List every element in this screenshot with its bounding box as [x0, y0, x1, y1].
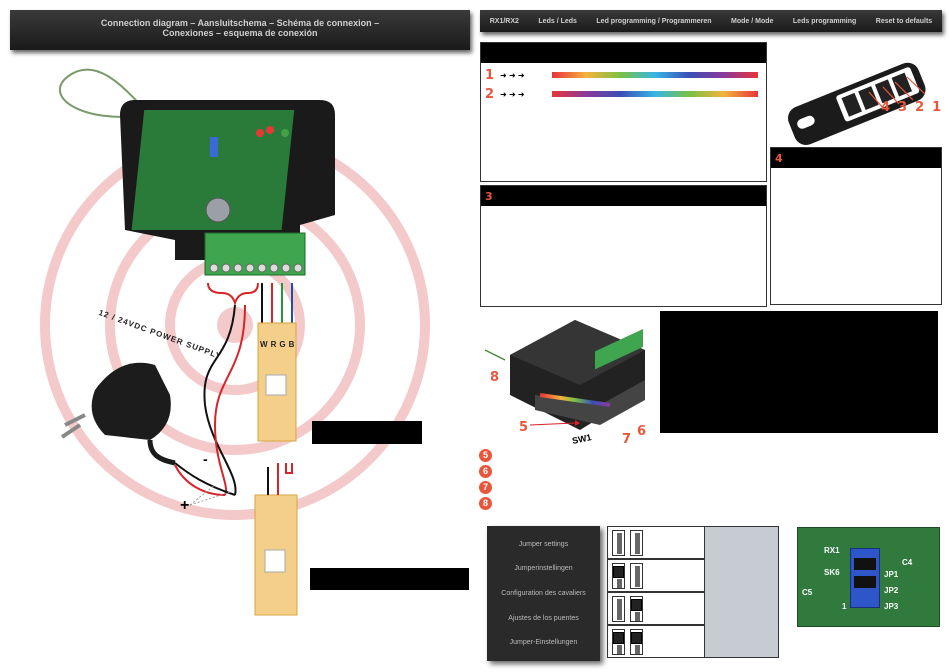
box-3: 3: [480, 185, 767, 307]
pcb-label: 1: [842, 602, 847, 611]
strip-letter-w: W: [260, 340, 268, 349]
left-header: Connection diagram – Aansluitschema – Sc…: [10, 10, 470, 50]
right-header-tab: Leds / Leds: [538, 17, 577, 25]
remote-num: 3: [898, 100, 908, 115]
pcb-label: JP3: [884, 602, 899, 611]
pcb-label: C4: [902, 558, 913, 567]
box-4-header: 4: [771, 148, 941, 168]
jumper-row-1: [607, 526, 705, 559]
pcb-label: RX1: [824, 546, 840, 555]
arrows-icon: ➜ ➜ ➜: [500, 70, 525, 80]
list-number: 6: [479, 464, 492, 478]
jumper-cap-icon: [854, 558, 876, 570]
sequence-row-2: 2 ➜ ➜ ➜: [485, 86, 762, 102]
right-header-tab: RX1/RX2: [489, 17, 519, 25]
strip-letters: W R G B: [260, 340, 294, 349]
controller-device-image: [484, 320, 645, 430]
pcb-label: SK6: [824, 568, 840, 577]
strip-letter-g: G: [279, 340, 286, 349]
remote-num: 4: [881, 100, 891, 115]
device-callouts: 8 5 7 6 SW1: [480, 310, 660, 450]
strip-letter-r: R: [270, 340, 277, 349]
jumper-on-icon: [630, 596, 643, 622]
polarity-minus-label: -: [203, 451, 208, 467]
single-color-strip-label: [310, 568, 469, 590]
color-sequence-box: 1 ➜ ➜ ➜ 2 ➜ ➜ ➜: [480, 42, 767, 182]
list-item: 7: [479, 479, 492, 495]
jumper-table-shaded-column: [704, 526, 779, 658]
jumper-table: [607, 526, 779, 658]
rgbw-strip-label: [312, 421, 422, 444]
right-header-tab: Leds programming: [792, 17, 857, 25]
callout-7: 7: [622, 432, 632, 447]
jumper-side-item: Jumperinstellingen: [514, 565, 573, 573]
pcb-label: JP1: [884, 570, 899, 579]
right-header-tab: Led programming / Programmeren: [596, 17, 712, 25]
list-item: 5: [479, 447, 492, 463]
connection-diagram: [40, 68, 430, 616]
sequence-number: 1: [485, 67, 495, 83]
sw1-label: SW1: [571, 432, 593, 446]
led-strip-single-icon: [254, 494, 298, 616]
list-item: 6: [479, 463, 492, 479]
capacitor-icon: [205, 197, 231, 223]
jumper-row-2: [607, 559, 705, 592]
remote-num: 2: [915, 100, 925, 115]
device-info-panel: [660, 311, 938, 433]
box-3-header: 3: [481, 186, 766, 206]
jumper-row-4: [607, 625, 705, 658]
box-4-number: 4: [775, 151, 783, 165]
list-number: 5: [479, 448, 492, 462]
pcb-icon: [131, 110, 295, 230]
jumper-side-item: Jumper settings: [518, 540, 569, 548]
jumper-side-item: Ajustes de los puentes: [508, 614, 579, 622]
power-adapter-icon: [60, 362, 176, 466]
remote-control-image: [771, 42, 941, 146]
strip-letter-b: B: [288, 340, 295, 349]
box-3-number: 3: [485, 189, 493, 203]
list-number: 8: [479, 496, 492, 510]
jumper-row-3: [607, 592, 705, 625]
rainbow-bar: [552, 91, 759, 97]
polarity-plus-label: +: [180, 497, 190, 514]
right-header-tab: Mode / Mode: [731, 17, 774, 25]
callout-6: 6: [637, 424, 647, 439]
callout-8: 8: [490, 370, 500, 385]
jumper-settings-panel: Jumper settings Jumperinstellingen Confi…: [487, 526, 600, 661]
jumper-off-icon: [612, 530, 625, 556]
arrows-icon: ➜ ➜ ➜: [500, 89, 525, 99]
jumper-off-icon: [612, 596, 625, 622]
right-header-tab: Reset to defaults: [875, 17, 933, 25]
remote-num: 1: [932, 100, 942, 115]
list-item: 8: [479, 495, 492, 511]
callout-5: 5: [519, 420, 529, 435]
pcb-closeup-image: RX1 SK6 JP1 JP2 JP3 C5 C4 1: [797, 527, 940, 627]
right-header: RX1/RX2 Leds / Leds Led programming / Pr…: [480, 10, 942, 32]
feature-list: 5 6 7 8: [479, 447, 492, 511]
jumper-off-icon: [630, 530, 643, 556]
jumper-on-icon: [630, 629, 643, 655]
box-4: 4: [770, 147, 942, 305]
left-header-line1: Connection diagram – Aansluitschema – Sc…: [100, 18, 380, 28]
color-sequence-box-header: [481, 43, 766, 63]
antenna-icon: [58, 68, 151, 118]
rainbow-bar: [552, 72, 759, 78]
pcb-label: JP2: [884, 586, 899, 595]
remote-numbers: 4 3 2 1: [881, 100, 941, 115]
jumper-side-item: Jumper-Einstellungen: [509, 639, 578, 647]
sequence-row-1: 1 ➜ ➜ ➜: [485, 67, 762, 83]
sequence-number: 2: [485, 86, 495, 102]
jumper-on-icon: [612, 563, 625, 589]
jumper-side-item: Configuration des cavaliers: [501, 589, 586, 597]
pcb-label: C5: [802, 588, 813, 597]
list-number: 7: [479, 480, 492, 494]
jumper-cap-icon: [854, 576, 876, 588]
jumper-on-icon: [612, 629, 625, 655]
left-header-line2: Conexiones – esquema de conexión: [162, 28, 318, 38]
jumper-off-icon: [630, 563, 643, 589]
